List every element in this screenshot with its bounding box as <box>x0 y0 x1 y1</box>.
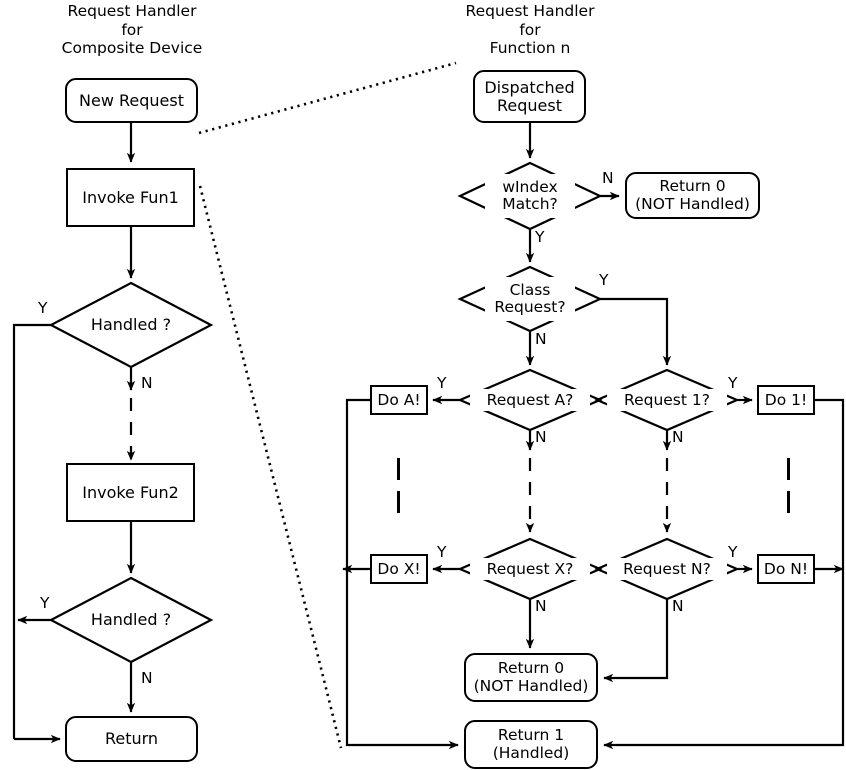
node-return0-top[interactable]: Return 0 (NOT Handled) <box>625 172 760 219</box>
dispatched-request-line1: Dispatched <box>484 78 575 97</box>
edge-doa-to-leftrail <box>345 398 370 569</box>
label-requestx-no: N <box>535 597 547 615</box>
right-title-line1: Request Handler <box>465 2 595 20</box>
label-request1-yes: Y <box>728 374 738 392</box>
right-title-line2: for <box>519 20 541 39</box>
node-handled-2-label[interactable]: Handled ? <box>82 608 180 632</box>
node-return1[interactable]: Return 1 (Handled) <box>464 720 598 769</box>
windex-match-line1: wIndex <box>502 177 558 196</box>
left-title-line1: Request Handler <box>67 2 197 20</box>
node-request-a[interactable]: Request A? <box>470 389 590 411</box>
edge-class-yes <box>600 297 672 366</box>
label-handled1-yes: Y <box>38 299 48 317</box>
node-invoke-fun2[interactable]: Invoke Fun2 <box>66 463 195 522</box>
left-panel-title: Request Handler for Composite Device <box>36 2 228 58</box>
callout-dotted-upper <box>198 61 457 135</box>
node-return0-bottom[interactable]: Return 0 (NOT Handled) <box>464 653 598 702</box>
left-title-line3: Composite Device <box>61 39 203 57</box>
label-requesta-no: N <box>535 428 547 446</box>
return1-line1: Return 1 <box>497 726 565 744</box>
label-windex-no: N <box>602 169 614 187</box>
node-return[interactable]: Return <box>65 716 198 762</box>
class-request-line1: Class <box>509 280 551 299</box>
node-do-1[interactable]: Do 1! <box>757 385 815 415</box>
label-class-no: N <box>535 330 547 348</box>
right-title-line3: Function n <box>489 39 571 57</box>
node-invoke-fun1[interactable]: Invoke Fun1 <box>66 168 195 227</box>
label-requestn-no: N <box>672 597 684 615</box>
return0-top-line2: (NOT Handled) <box>635 194 750 213</box>
node-windex-match[interactable]: wIndex Match? <box>485 174 575 218</box>
node-do-x[interactable]: Do X! <box>370 554 428 584</box>
edge-leftrail-to-return1 <box>345 569 459 750</box>
windex-match-line2: Match? <box>502 195 558 213</box>
edge-handled1-yes <box>12 323 51 739</box>
return1-line2: (Handled) <box>492 743 570 762</box>
label-request1-no: N <box>672 428 684 446</box>
ellipsis-dash-right-1 <box>787 458 790 480</box>
ellipsis-dash-left-1 <box>397 458 400 480</box>
class-request-line2: Request? <box>494 298 566 316</box>
return0-bottom-line1: Return 0 <box>497 659 565 677</box>
left-title-line2: for <box>121 20 143 39</box>
node-handled-1-label[interactable]: Handled ? <box>82 313 180 337</box>
node-request-n[interactable]: Request N? <box>607 558 727 580</box>
return0-bottom-line2: (NOT Handled) <box>473 676 589 695</box>
label-requestx-yes: Y <box>437 543 447 561</box>
node-new-request[interactable]: New Request <box>65 78 198 123</box>
edge-do1-to-rightrail <box>815 398 845 569</box>
label-requestn-yes: Y <box>728 543 738 561</box>
node-class-request[interactable]: Class Request? <box>485 277 575 321</box>
node-do-a[interactable]: Do A! <box>370 385 428 415</box>
node-request-1[interactable]: Request 1? <box>607 389 727 411</box>
label-handled2-no: N <box>141 669 153 687</box>
node-request-x[interactable]: Request X? <box>470 558 590 580</box>
dispatched-request-line2: Request <box>497 95 562 115</box>
edge-rightrail-to-return1 <box>603 569 845 750</box>
return0-top-line1: Return 0 <box>659 177 726 195</box>
label-handled2-yes: Y <box>40 594 50 612</box>
label-windex-yes: Y <box>535 228 545 246</box>
node-do-n[interactable]: Do N! <box>757 554 815 584</box>
node-dispatched-request[interactable]: Dispatched Request <box>473 70 586 123</box>
label-requesta-yes: Y <box>437 374 447 392</box>
ellipsis-dash-left-2 <box>397 491 400 513</box>
callout-dotted-lower <box>198 185 343 749</box>
edge-requestn-no <box>603 599 669 683</box>
label-handled1-no: N <box>141 374 153 392</box>
ellipsis-dash-right-2 <box>787 491 790 513</box>
label-class-yes: Y <box>599 271 609 289</box>
right-panel-title: Request Handler for Function n <box>455 2 605 58</box>
